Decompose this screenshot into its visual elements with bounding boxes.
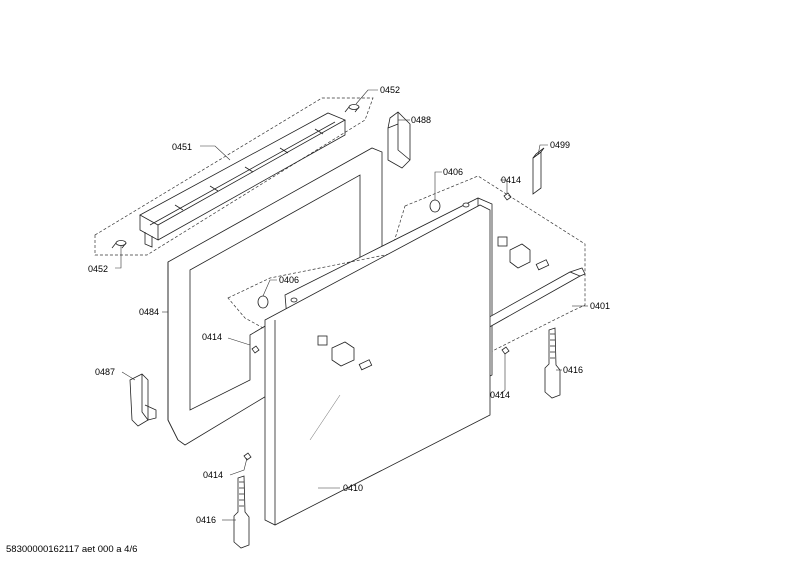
label-0406-left: 0406 <box>279 275 299 285</box>
label-0416-bottom: 0416 <box>196 515 216 525</box>
hinge-right-0416 <box>544 327 561 399</box>
label-0406-right: 0406 <box>443 167 463 177</box>
label-0452-top: 0452 <box>380 85 400 95</box>
label-0414-upper: 0414 <box>501 175 521 185</box>
hinge-bottom-0416 <box>233 475 250 549</box>
seal-strip-0499 <box>532 147 545 195</box>
label-0451: 0451 <box>172 142 192 152</box>
hinge-cover-group <box>94 97 374 256</box>
clip-0487 <box>129 373 157 427</box>
label-0488: 0488 <box>411 115 431 125</box>
label-0499: 0499 <box>550 140 570 150</box>
document-id: 58300000162117 aet 000 a 4/6 <box>6 544 137 555</box>
screw-top <box>344 104 360 113</box>
label-0414-left: 0414 <box>202 332 222 342</box>
label-0414-lower-right: 0414 <box>490 390 510 400</box>
screw-0414-bottom <box>243 452 252 461</box>
screw-0414-left <box>251 345 260 354</box>
screw-bottom <box>111 240 127 249</box>
label-0484: 0484 <box>139 307 159 317</box>
label-0414-bottom: 0414 <box>203 470 223 480</box>
label-0401: 0401 <box>590 301 610 311</box>
label-0410: 0410 <box>343 483 363 493</box>
front-glass-0410 <box>227 204 491 526</box>
label-0416-right: 0416 <box>563 365 583 375</box>
screw-0414-right <box>501 346 510 355</box>
label-0487: 0487 <box>95 367 115 377</box>
label-0452-bottom: 0452 <box>88 264 108 274</box>
side-clip-0488 <box>387 111 411 169</box>
